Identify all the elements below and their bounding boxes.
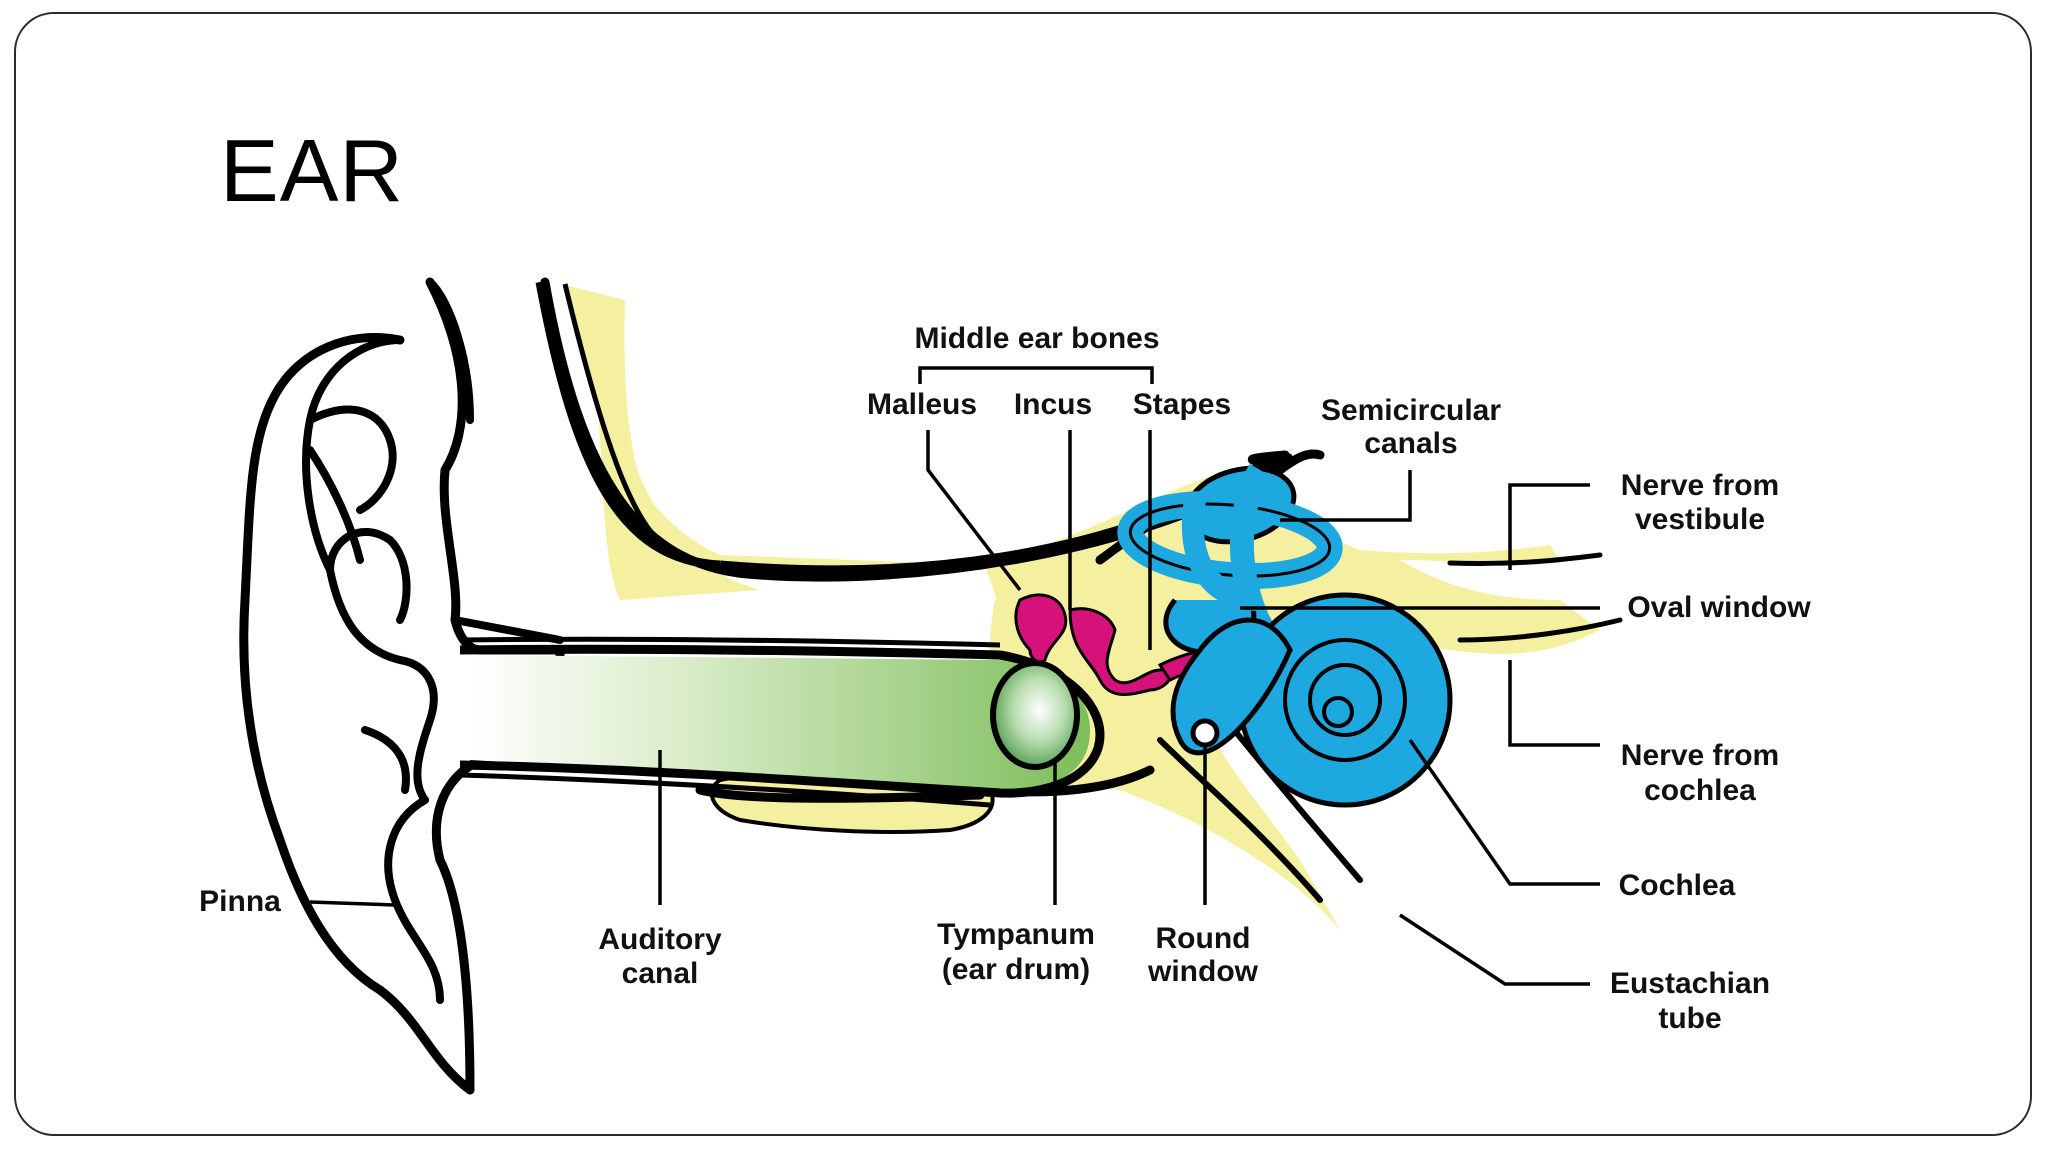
label-incus: Incus bbox=[1014, 388, 1092, 421]
label-stapes: Stapes bbox=[1133, 388, 1231, 421]
label-round-window-1: Round bbox=[1156, 922, 1251, 955]
label-nerve-vestibule-2: vestibule bbox=[1635, 503, 1765, 536]
auditory-canal bbox=[459, 636, 1105, 808]
label-cochlea: Cochlea bbox=[1619, 869, 1736, 902]
label-eustachian-2: tube bbox=[1658, 1002, 1721, 1035]
label-auditory-1: Auditory bbox=[598, 923, 722, 956]
skull-line bbox=[535, 281, 721, 570]
label-nerve-cochlea-1: Nerve from bbox=[1621, 739, 1779, 772]
slide-title: EAR bbox=[220, 121, 404, 220]
inner-ear bbox=[1117, 463, 1453, 808]
label-pinna: Pinna bbox=[199, 885, 281, 918]
leader-lines bbox=[309, 366, 1600, 986]
label-semicircular-1: Semicircular bbox=[1321, 394, 1501, 427]
pinna-folds bbox=[302, 278, 564, 1004]
label-semicircular-2: canals bbox=[1364, 427, 1457, 460]
label-oval-window: Oval window bbox=[1627, 591, 1811, 624]
label-middle-ear-bones: Middle ear bones bbox=[914, 322, 1159, 355]
label-tympanum-1: Tympanum bbox=[937, 918, 1095, 951]
label-auditory-2: canal bbox=[622, 957, 699, 990]
label-tympanum-2: (ear drum) bbox=[942, 953, 1090, 986]
label-nerve-cochlea-2: cochlea bbox=[1644, 774, 1756, 807]
label-malleus: Malleus bbox=[867, 388, 977, 421]
label-eustachian-1: Eustachian bbox=[1610, 967, 1770, 1000]
label-nerve-vestibule-1: Nerve from bbox=[1621, 469, 1779, 502]
semicircular-loop bbox=[1181, 498, 1261, 611]
label-round-window-2: window bbox=[1147, 955, 1259, 988]
ear-drum-shape bbox=[990, 660, 1080, 770]
skull-inner-line bbox=[562, 283, 681, 558]
